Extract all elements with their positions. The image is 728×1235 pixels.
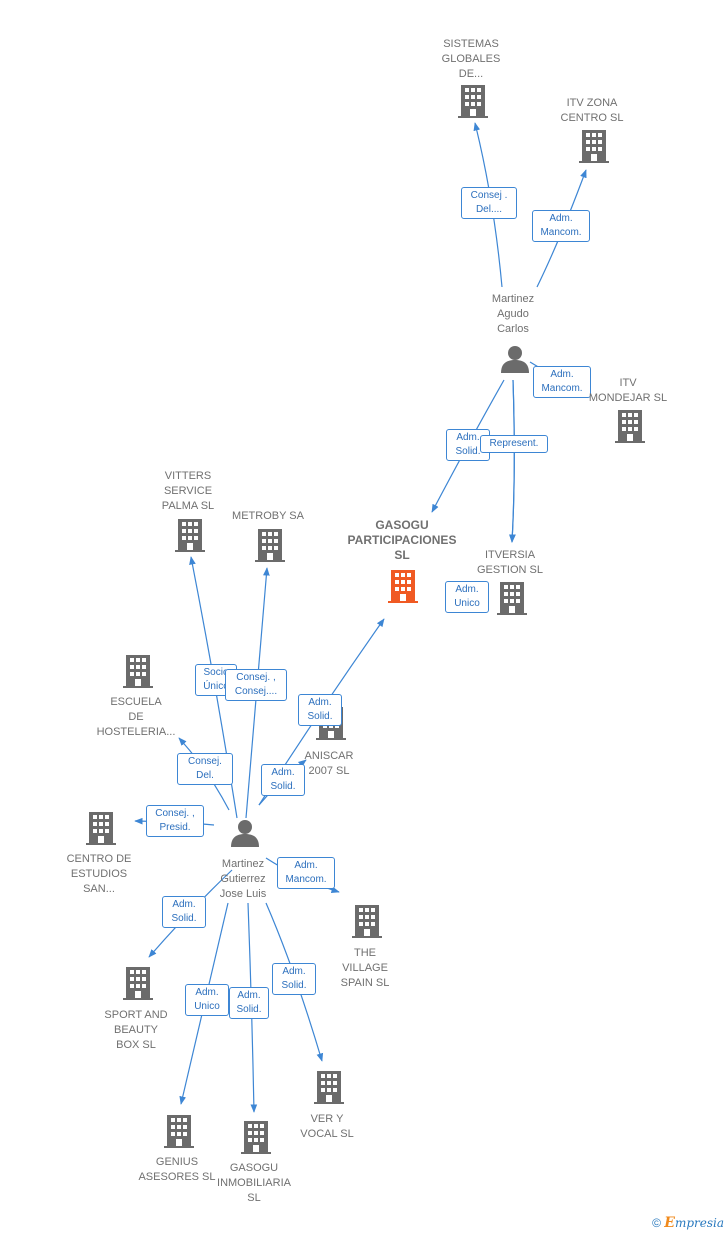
- person-icon-martinezgutierrez[interactable]: [231, 820, 259, 847]
- edge-label-martinezagudo-sistemas[interactable]: Consej . Del....: [461, 187, 517, 219]
- edge-martinezagudo-to-itversia: [509, 379, 516, 543]
- node-label-itversia[interactable]: ITVERSIA GESTION SL: [476, 549, 544, 576]
- building-icon-escuela[interactable]: [123, 655, 153, 688]
- edge-label-martinezgutierrez-genius[interactable]: Adm. Unico: [185, 984, 229, 1016]
- building-icon-village[interactable]: [352, 905, 382, 938]
- building-icon-itvzona[interactable]: [579, 130, 609, 163]
- footer-brand[interactable]: © Empresia: [652, 1215, 724, 1231]
- node-label-genius[interactable]: GENIUS ASESORES SL: [138, 1156, 216, 1183]
- node-label-itvmondejar[interactable]: ITV MONDEJAR SL: [588, 377, 668, 404]
- building-icon-centro[interactable]: [86, 812, 116, 845]
- node-label-martinezgutierrez[interactable]: Martinez Gutierrez Jose Luis: [219, 858, 267, 900]
- edge-label-martinezgutierrez-aniscar[interactable]: Adm. Solid.: [261, 764, 305, 796]
- edge-label-martinezgutierrez-gasoguinm[interactable]: Adm. Solid.: [229, 987, 269, 1019]
- node-label-itvzona[interactable]: ITV ZONA CENTRO SL: [560, 97, 624, 124]
- node-label-metroby[interactable]: METROBY SA: [232, 510, 304, 522]
- edge-label-martinezgutierrez-veryvocal[interactable]: Adm. Solid.: [272, 963, 316, 995]
- node-label-vitters[interactable]: VITTERS SERVICE PALMA SL: [161, 470, 215, 512]
- building-icon-sport[interactable]: [123, 967, 153, 1000]
- edge-label-martinezagudo-itversia[interactable]: Represent.: [480, 435, 548, 453]
- building-icon-itvmondejar[interactable]: [615, 410, 645, 443]
- building-icon-metroby[interactable]: [255, 529, 285, 562]
- nodes-layer: [86, 85, 645, 1154]
- brand-logo: Empresia: [664, 1215, 724, 1231]
- edge-label-martinezgutierrez-sport[interactable]: Adm. Solid.: [162, 896, 206, 928]
- node-label-martinezagudo[interactable]: Martinez Agudo Carlos: [491, 293, 535, 335]
- node-label-sistemas[interactable]: SISTEMAS GLOBALES DE...: [441, 38, 501, 80]
- node-label-sport[interactable]: SPORT AND BEAUTY BOX SL: [104, 1009, 168, 1051]
- building-icon-vitters[interactable]: [175, 519, 205, 552]
- node-label-escuela[interactable]: ESCUELA DE HOSTELERIA...: [96, 696, 176, 738]
- building-icon-sistemas[interactable]: [458, 85, 488, 118]
- node-label-veryvocal[interactable]: VER Y VOCAL SL: [300, 1113, 354, 1140]
- node-label-village[interactable]: THE VILLAGE SPAIN SL: [340, 947, 390, 989]
- edge-label-martinezgutierrez-village[interactable]: Adm. Mancom.: [277, 857, 335, 889]
- node-label-centro[interactable]: CENTRO DE ESTUDIOS SAN...: [66, 853, 132, 895]
- edge-label-martinezagudo-itvzona[interactable]: Adm. Mancom.: [532, 210, 590, 242]
- node-label-gasoguinm[interactable]: GASOGU INMOBILIARIA SL: [217, 1162, 291, 1204]
- building-icon-itversia[interactable]: [497, 582, 527, 615]
- edge-label-martinezagudo-itvmondejar[interactable]: Adm. Mancom.: [533, 366, 591, 398]
- building-icon-veryvocal[interactable]: [314, 1071, 344, 1104]
- edge-label-martinezgutierrez-gasogu[interactable]: Adm. Solid.: [298, 694, 342, 726]
- edge-label-martinezgutierrez-escuela[interactable]: Consej. Del.: [177, 753, 233, 785]
- edge-label-martinezgutierrez-centro[interactable]: Consej. , Presid.: [146, 805, 204, 837]
- building-icon-genius[interactable]: [164, 1115, 194, 1148]
- building-icon-gasogu[interactable]: [388, 570, 418, 603]
- edge-label-martinezagudo-itversia[interactable]: Adm. Unico: [445, 581, 489, 613]
- node-label-aniscar[interactable]: ANISCAR 2007 SL: [304, 750, 354, 777]
- person-icon-martinezagudo[interactable]: [501, 346, 529, 373]
- node-label-gasogu[interactable]: GASOGU PARTICIPACIONES SL: [347, 518, 457, 562]
- copyright-symbol: ©: [652, 1216, 661, 1230]
- edge-label-martinezgutierrez-metroby[interactable]: Consej. , Consej....: [225, 669, 287, 701]
